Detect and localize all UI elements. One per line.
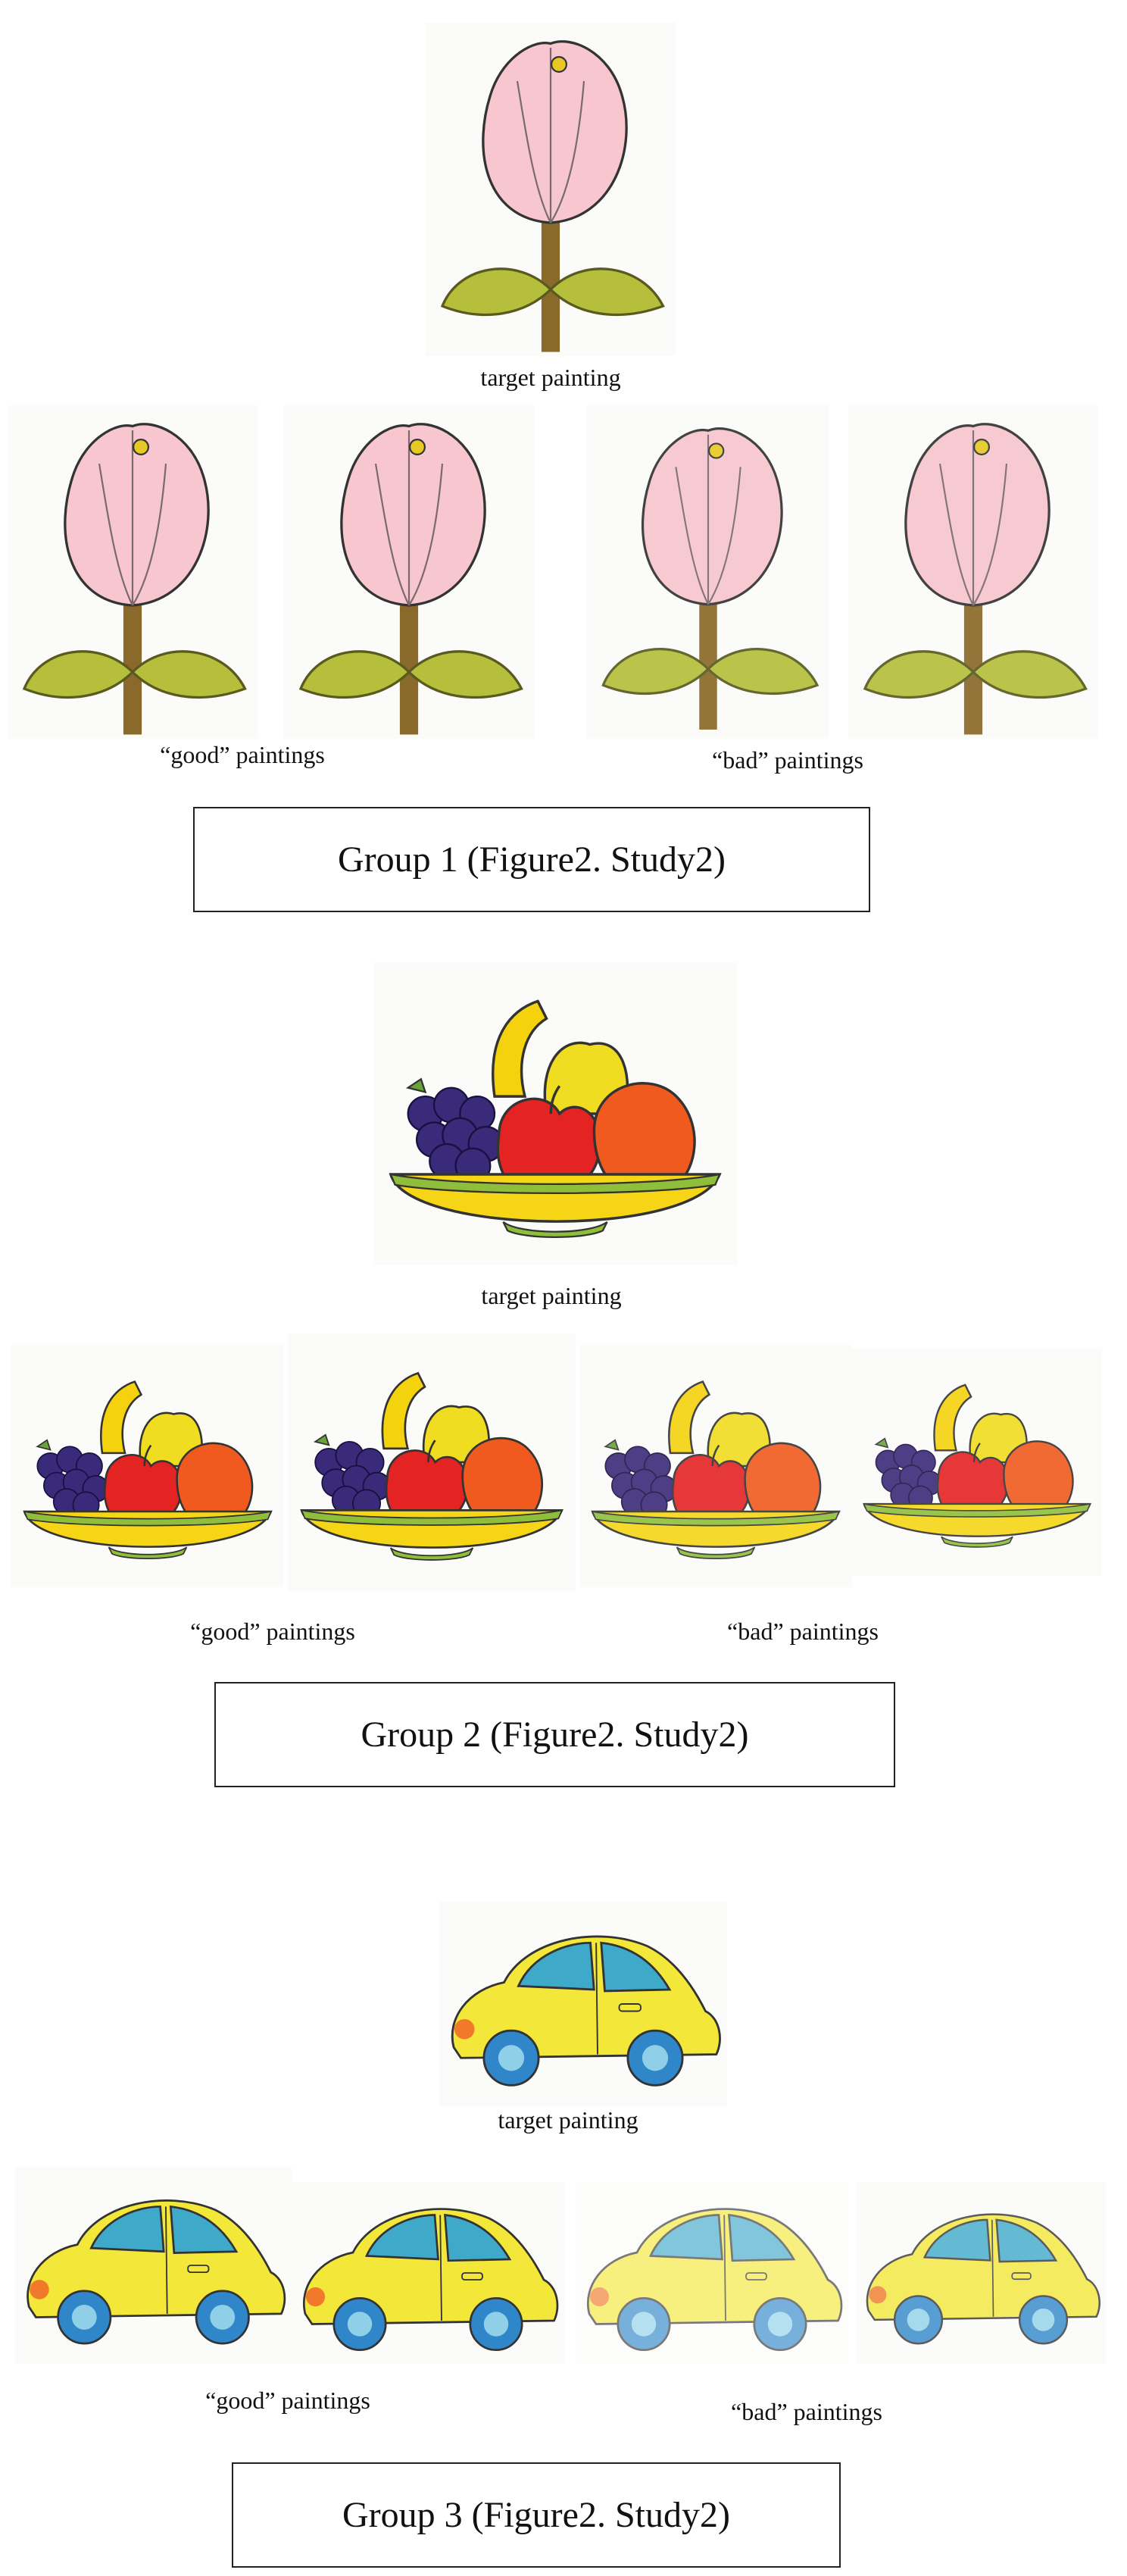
car-painting-icon bbox=[576, 2182, 848, 2364]
good-painting-image bbox=[11, 1345, 284, 1587]
good-caption: “good” paintings bbox=[205, 2387, 370, 2414]
fruit-bowl-painting-icon bbox=[373, 962, 737, 1265]
tulip-painting-icon bbox=[284, 405, 534, 739]
tulip-painting-icon bbox=[848, 405, 1098, 739]
good-painting-image bbox=[288, 1333, 576, 1591]
fruit-bowl-painting-icon bbox=[579, 1345, 852, 1587]
car-painting-icon bbox=[292, 2182, 564, 2364]
car-painting-icon bbox=[439, 1902, 727, 2106]
group-label-box: Group 3 (Figure2. Study2) bbox=[232, 2462, 841, 2568]
bad-caption: “bad” paintings bbox=[712, 746, 863, 774]
good-painting-image bbox=[15, 2167, 292, 2364]
target-painting-image bbox=[426, 23, 676, 356]
bad-painting-image bbox=[856, 2182, 1106, 2364]
bad-painting-image bbox=[848, 405, 1098, 739]
good-caption: “good” paintings bbox=[160, 741, 325, 768]
group-label-box: Group 1 (Figure2. Study2) bbox=[193, 807, 870, 912]
good-painting-image bbox=[8, 405, 258, 739]
fruit-bowl-painting-icon bbox=[11, 1345, 284, 1587]
tulip-painting-icon bbox=[426, 23, 676, 356]
tulip-painting-icon bbox=[8, 405, 258, 739]
good-painting-image bbox=[284, 405, 534, 739]
bad-painting-image bbox=[587, 405, 829, 739]
target-caption: target painting bbox=[498, 2106, 638, 2134]
target-painting-image bbox=[373, 962, 737, 1265]
bad-painting-image bbox=[576, 2182, 848, 2364]
bad-painting-image bbox=[852, 1349, 1102, 1576]
good-caption: “good” paintings bbox=[190, 1618, 355, 1645]
target-painting-image bbox=[439, 1902, 727, 2106]
group-label-box: Group 2 (Figure2. Study2) bbox=[214, 1682, 895, 1787]
fruit-bowl-painting-icon bbox=[288, 1333, 576, 1591]
bad-caption: “bad” paintings bbox=[731, 2398, 882, 2425]
bad-caption: “bad” paintings bbox=[727, 1618, 879, 1645]
car-painting-icon bbox=[856, 2182, 1106, 2364]
bad-painting-image bbox=[579, 1345, 852, 1587]
good-painting-image bbox=[292, 2182, 564, 2364]
fruit-bowl-painting-icon bbox=[852, 1349, 1102, 1576]
target-caption: target painting bbox=[481, 1282, 622, 1309]
target-caption: target painting bbox=[480, 364, 621, 391]
car-painting-icon bbox=[15, 2167, 292, 2364]
tulip-painting-icon bbox=[587, 405, 829, 739]
